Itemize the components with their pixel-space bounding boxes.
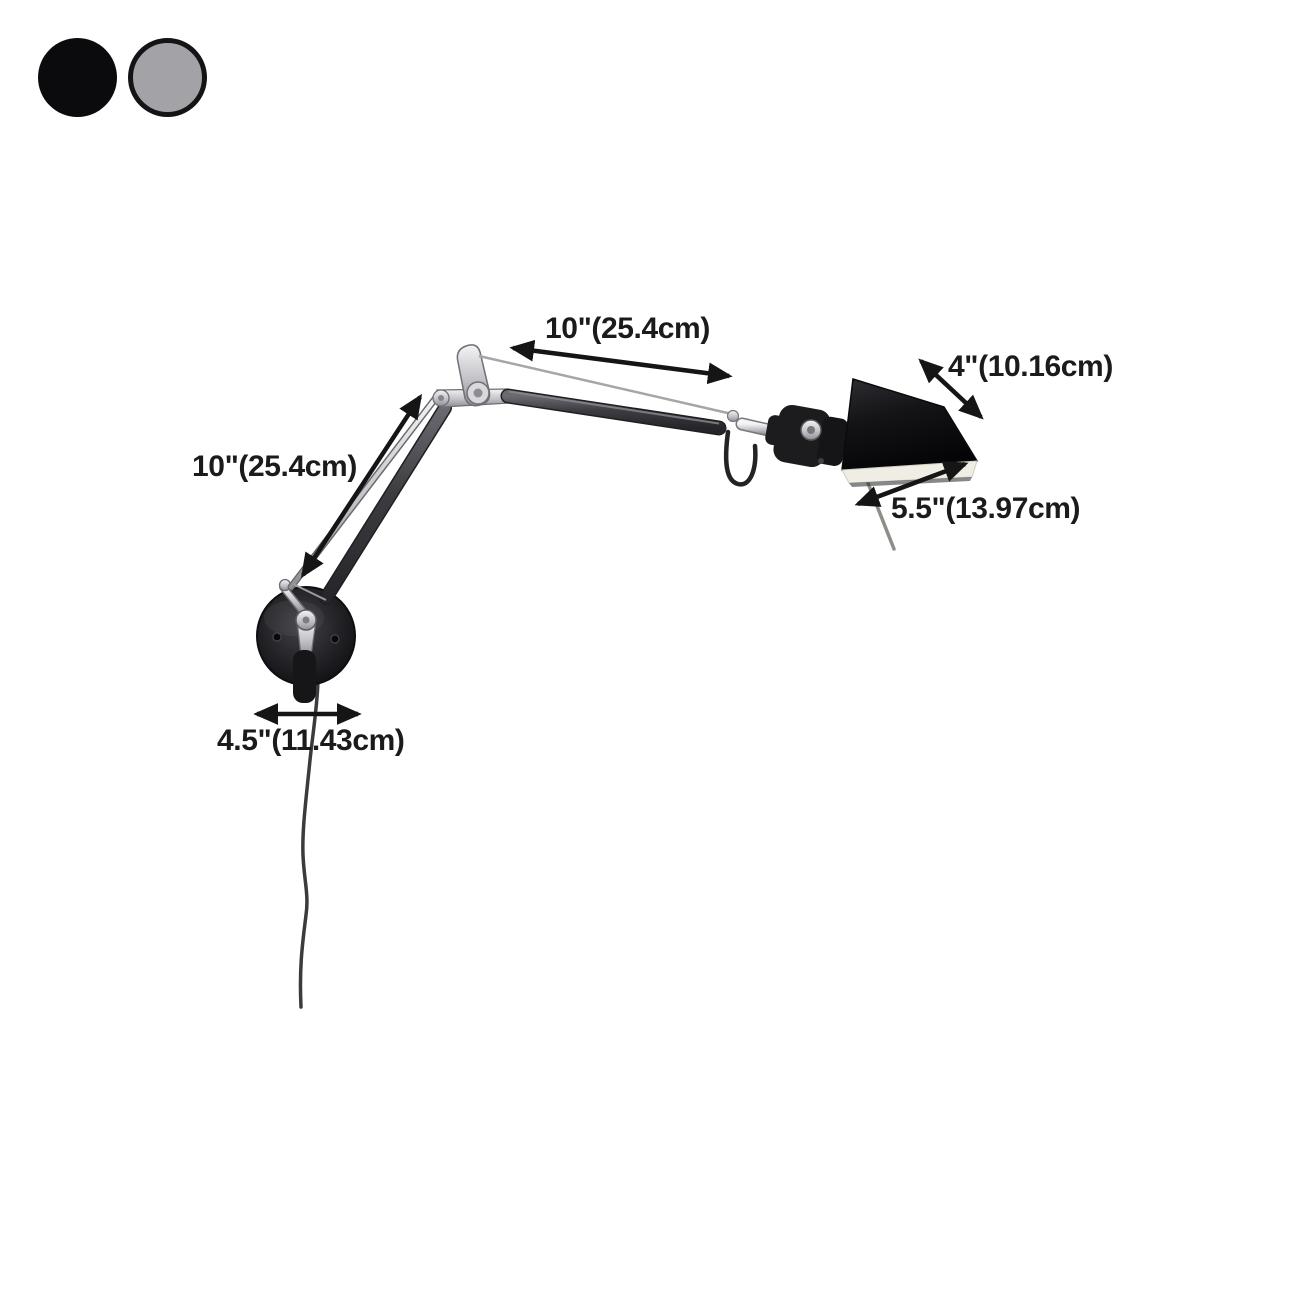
dim-label-lower-arm: 10"(25.4cm) bbox=[192, 450, 357, 483]
dimension-arrow-upper-arm bbox=[509, 339, 733, 385]
upper-arm bbox=[478, 354, 793, 487]
color-swatch-black[interactable] bbox=[38, 38, 117, 117]
dimension-arrows bbox=[253, 339, 984, 725]
dimension-arrow-shade-width bbox=[854, 461, 969, 507]
cable-loop bbox=[723, 429, 758, 487]
head-pivot-joint bbox=[765, 404, 849, 468]
dimension-arrow-lower-arm bbox=[300, 393, 423, 579]
dim-label-upper-arm: 10"(25.4cm) bbox=[545, 312, 710, 345]
wall-mount-base bbox=[256, 578, 356, 703]
dim-label-shade-height: 4"(10.16cm) bbox=[948, 350, 1113, 383]
dim-label-shade-width: 5.5"(13.97cm) bbox=[891, 492, 1081, 525]
color-swatch-row bbox=[38, 38, 207, 117]
color-swatch-gray[interactable] bbox=[128, 38, 207, 117]
elbow-joint bbox=[432, 344, 510, 408]
dim-label-base-width: 4.5"(11.43cm) bbox=[217, 724, 405, 757]
lower-arm bbox=[287, 391, 452, 605]
dimension-arrow-shade-height bbox=[918, 358, 984, 420]
lamp-head bbox=[765, 378, 979, 551]
